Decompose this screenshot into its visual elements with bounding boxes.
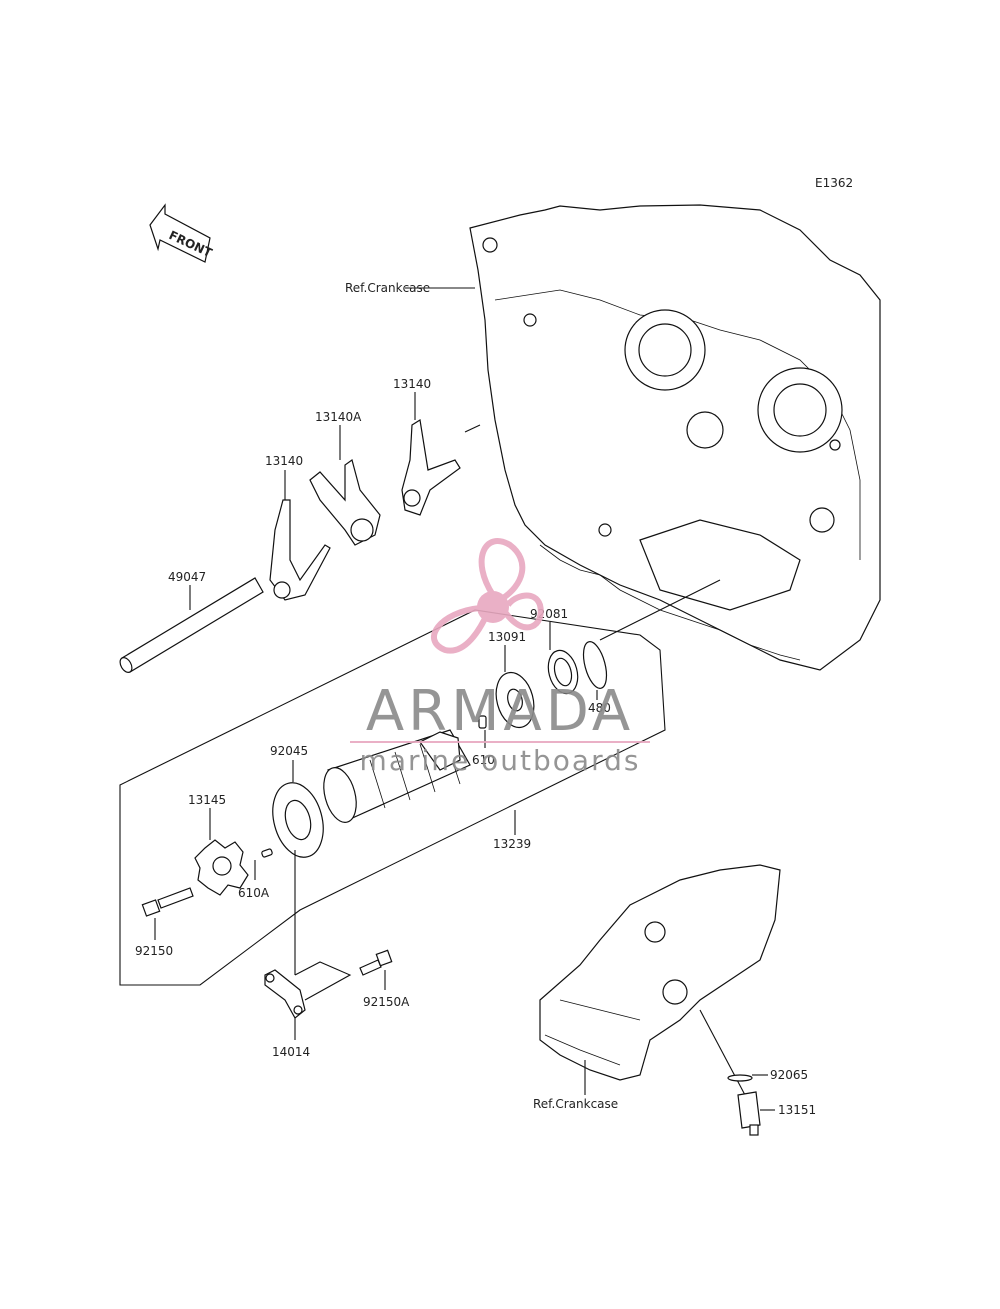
propeller-icon [431, 538, 544, 654]
label-ref-crankcase-top: Ref.Crankcase [345, 281, 430, 295]
leader-switch-axis [699, 1009, 746, 1096]
shift-fork-13140A [309, 459, 381, 546]
label-92065: 92065 [770, 1068, 808, 1082]
label-92150A: 92150A [363, 995, 410, 1009]
label-92045: 92045 [270, 744, 308, 758]
label-13140-right: 13140 [393, 377, 431, 391]
watermark-logo: ARMADA marine outboards [350, 538, 650, 777]
diagram-code: E1362 [815, 176, 853, 190]
label-610A: 610A [238, 886, 270, 900]
crankcase-upper-drawing [469, 204, 881, 671]
watermark-tagline: marine outboards [360, 744, 641, 777]
label-13140-left: 13140 [265, 454, 303, 468]
neutral-switch-13151 [737, 1091, 761, 1136]
leader-crankcase-link [599, 579, 721, 641]
front-arrow-icon: FRONT [149, 203, 215, 263]
link-plate-14014 [264, 969, 306, 1019]
circlip-480 [582, 641, 608, 689]
shift-rod-49047 [119, 577, 264, 673]
watermark-brand: ARMADA [366, 679, 634, 744]
leader-shaft-extension [464, 424, 481, 433]
label-49047: 49047 [168, 570, 206, 584]
washer-92065 [727, 1074, 753, 1082]
pin-610 [478, 715, 487, 729]
label-480: 480 [588, 701, 611, 715]
label-13140A: 13140A [315, 410, 362, 424]
label-13091: 13091 [488, 630, 526, 644]
ring-92081 [547, 649, 579, 695]
bolt-92150A [359, 949, 393, 976]
label-610: 610 [472, 753, 495, 767]
plate-13091 [495, 671, 535, 729]
label-ref-crankcase-bottom: Ref.Crankcase [533, 1097, 618, 1111]
leader-link-connect [294, 961, 352, 1001]
label-13151: 13151 [778, 1103, 816, 1117]
label-92150: 92150 [135, 944, 173, 958]
bolt-92150 [141, 887, 194, 917]
crankcase-lower-drawing [539, 864, 781, 1081]
pin-610A [261, 848, 273, 858]
label-92081: 92081 [530, 607, 568, 621]
shift-fork-13140-left [269, 499, 331, 601]
label-13145: 13145 [188, 793, 226, 807]
shift-fork-13140-right [401, 419, 461, 516]
bearing-92045 [272, 782, 324, 858]
label-13239: 13239 [493, 837, 531, 851]
shift-cam-13145 [194, 839, 249, 896]
label-14014: 14014 [272, 1045, 310, 1059]
assembly-bracket [119, 609, 666, 986]
